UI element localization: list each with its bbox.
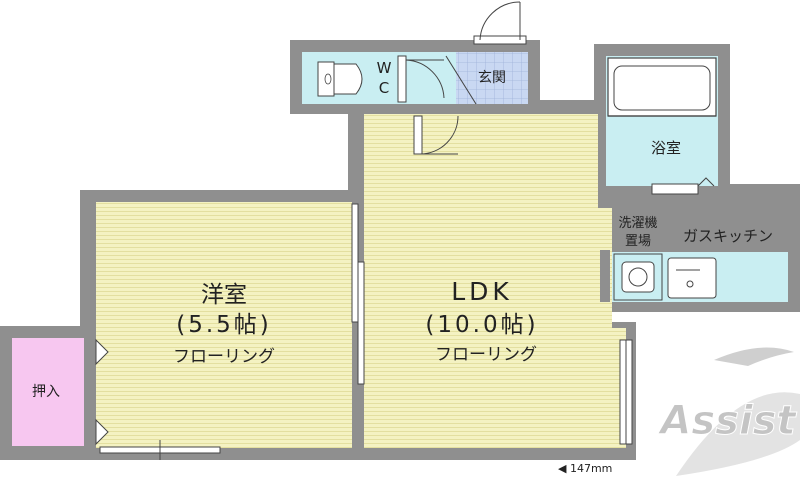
toilet — [317, 61, 363, 97]
kitchen-partition — [600, 250, 610, 302]
western-room-size: (5.5帖) — [176, 312, 272, 338]
closet-doors — [95, 338, 109, 446]
kitchen-name: ガスキッチン — [683, 227, 773, 245]
wc-door — [397, 55, 445, 103]
western-room-floor-type: フローリング — [173, 347, 275, 367]
entrance-floor — [456, 52, 528, 104]
ldk-floor — [364, 114, 598, 448]
assist-logo: Assist — [657, 347, 800, 476]
closet-floor — [12, 338, 84, 446]
ldk-size: (10.0帖) — [425, 312, 538, 338]
wc-label-w: W — [377, 59, 392, 77]
svg-text:Assist: Assist — [657, 398, 797, 444]
washing-machine-space — [613, 253, 663, 301]
kitchen-sink — [667, 257, 717, 299]
sliding-door — [351, 203, 365, 385]
western-room-window — [99, 440, 221, 460]
scale-label: ◀ 147mm — [558, 462, 612, 475]
laundry-label-line2: 置場 — [625, 234, 651, 249]
bathroom-name: 浴室 — [651, 139, 681, 157]
closet-name: 押入 — [32, 384, 60, 400]
ldk-door — [413, 115, 459, 155]
wc-hall-floor — [398, 52, 456, 104]
wc-label-c: C — [379, 79, 389, 97]
entrance-door — [473, 1, 527, 45]
bathtub — [607, 57, 717, 117]
western-room-name: 洋室 — [201, 282, 247, 308]
ldk-window — [619, 339, 633, 445]
western-room-floor — [96, 202, 352, 448]
laundry-label-line1: 洗濯機 — [618, 216, 657, 231]
ldk-floor-type: フローリング — [435, 345, 537, 365]
bathroom-door — [651, 177, 715, 195]
entrance-name: 玄関 — [478, 69, 506, 86]
ldk-name: LDK — [451, 277, 513, 306]
hall-diagonal — [445, 55, 477, 105]
